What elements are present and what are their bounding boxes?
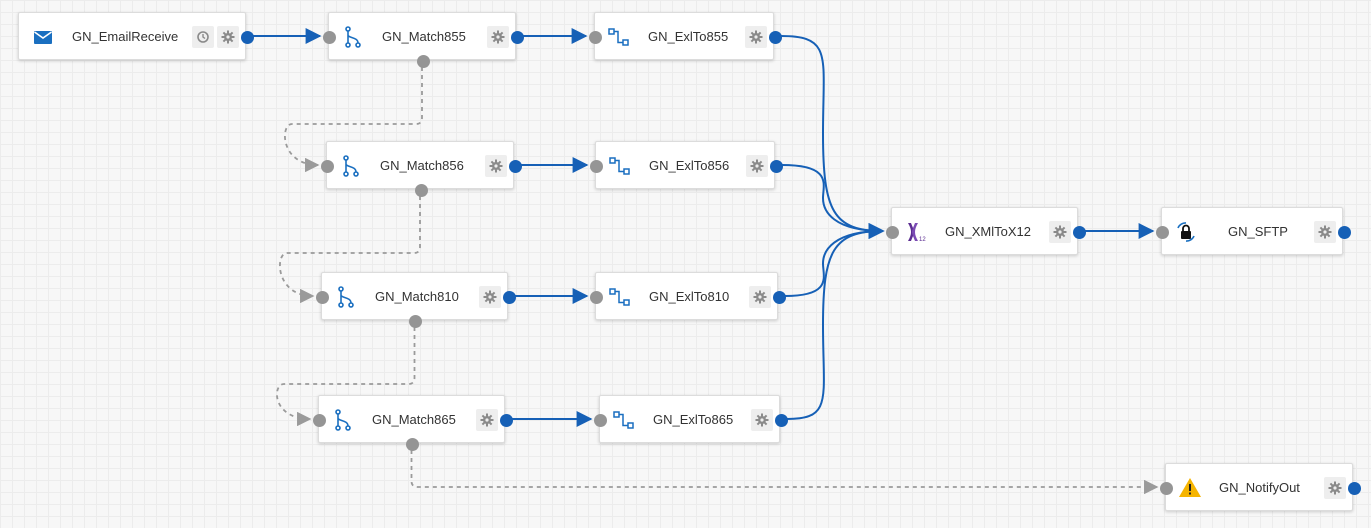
output-port[interactable] <box>502 290 516 304</box>
input-port[interactable] <box>885 225 899 239</box>
output-port[interactable] <box>499 413 513 427</box>
settings-gear-icon[interactable] <box>1049 221 1071 243</box>
node-label: GN_Match856 <box>380 158 464 173</box>
output-port[interactable] <box>768 30 782 44</box>
output-port[interactable] <box>1347 481 1361 495</box>
edge-m865-to-notify <box>410 450 1159 495</box>
settings-gear-icon[interactable] <box>746 155 768 177</box>
node-m865[interactable]: GN_Match865 <box>312 395 513 451</box>
warning-icon <box>1178 476 1202 500</box>
input-port[interactable] <box>315 290 329 304</box>
input-port[interactable] <box>320 159 334 173</box>
node-notify[interactable]: GN_NotifyOut <box>1159 463 1361 511</box>
node-email[interactable]: GN_EmailReceive <box>18 12 254 60</box>
edge-e865-to-x12 <box>786 223 885 420</box>
envelope-icon <box>31 25 55 49</box>
input-port[interactable] <box>1155 225 1169 239</box>
input-port[interactable] <box>1159 481 1173 495</box>
edge-e856-to-x12 <box>781 164 885 239</box>
settings-gear-icon[interactable] <box>745 26 767 48</box>
node-label: GN_SFTP <box>1228 224 1288 239</box>
node-e810[interactable]: GN_ExlTo810 <box>589 272 786 320</box>
settings-gear-icon[interactable] <box>749 286 771 308</box>
settings-gear-icon[interactable] <box>751 409 773 431</box>
output-port[interactable] <box>772 290 786 304</box>
x12-icon: 12 <box>904 220 928 244</box>
settings-gear-icon[interactable] <box>1314 221 1336 243</box>
node-label: GN_EmailReceive <box>72 29 179 44</box>
settings-gear-icon[interactable] <box>487 26 509 48</box>
node-e855[interactable]: GN_ExlTo855 <box>588 12 782 60</box>
input-port[interactable] <box>589 159 603 173</box>
node-label: GN_ExlTo810 <box>649 289 730 304</box>
sftp-lock-icon <box>1174 220 1198 244</box>
node-label: GN_Match810 <box>375 289 459 304</box>
map-icon <box>612 408 636 432</box>
schedule-clock-icon[interactable] <box>192 26 214 48</box>
branch-icon <box>331 408 355 432</box>
node-m856[interactable]: GN_Match856 <box>320 141 522 197</box>
failure-port[interactable] <box>409 314 422 328</box>
failure-port[interactable] <box>414 183 428 197</box>
node-label: GN_XMlToX12 <box>945 224 1031 239</box>
settings-gear-icon[interactable] <box>485 155 507 177</box>
settings-gear-icon[interactable] <box>476 409 498 431</box>
branch-icon <box>341 25 365 49</box>
input-port[interactable] <box>588 30 602 44</box>
branch-icon <box>334 285 358 309</box>
node-label: GN_Match865 <box>372 412 456 427</box>
edge-e855-to-x12 <box>780 35 885 239</box>
settings-gear-icon[interactable] <box>479 286 501 308</box>
output-port[interactable] <box>1072 225 1086 239</box>
failure-port[interactable] <box>416 54 430 68</box>
node-e856[interactable]: GN_ExlTo856 <box>589 141 783 189</box>
node-label: GN_ExlTo856 <box>649 158 730 173</box>
node-label: GN_NotifyOut <box>1219 480 1300 495</box>
svg-text:12: 12 <box>919 237 926 243</box>
output-port[interactable] <box>508 159 522 173</box>
input-port[interactable] <box>589 290 603 304</box>
map-icon <box>608 285 632 309</box>
node-x12[interactable]: 12 GN_XMlToX12 <box>885 207 1086 255</box>
node-label: GN_ExlTo855 <box>648 29 729 44</box>
map-icon <box>607 25 631 49</box>
output-port[interactable] <box>769 159 783 173</box>
edge-e810-to-x12 <box>784 223 885 297</box>
output-port[interactable] <box>240 30 254 44</box>
node-m810[interactable]: GN_Match810 <box>315 272 516 328</box>
output-port[interactable] <box>1337 225 1351 239</box>
settings-gear-icon[interactable] <box>217 26 239 48</box>
input-port[interactable] <box>593 413 607 427</box>
settings-gear-icon[interactable] <box>1324 477 1346 499</box>
node-label: GN_ExlTo865 <box>653 412 734 427</box>
node-label: GN_Match855 <box>382 29 466 44</box>
input-port[interactable] <box>312 413 326 427</box>
output-port[interactable] <box>510 30 524 44</box>
node-sftp[interactable]: GN_SFTP <box>1155 207 1351 255</box>
node-m855[interactable]: GN_Match855 <box>322 12 524 68</box>
input-port[interactable] <box>322 30 336 44</box>
map-icon <box>608 154 632 178</box>
failure-port[interactable] <box>406 437 419 451</box>
output-port[interactable] <box>774 413 788 427</box>
node-e865[interactable]: GN_ExlTo865 <box>593 395 788 443</box>
branch-icon <box>339 154 363 178</box>
